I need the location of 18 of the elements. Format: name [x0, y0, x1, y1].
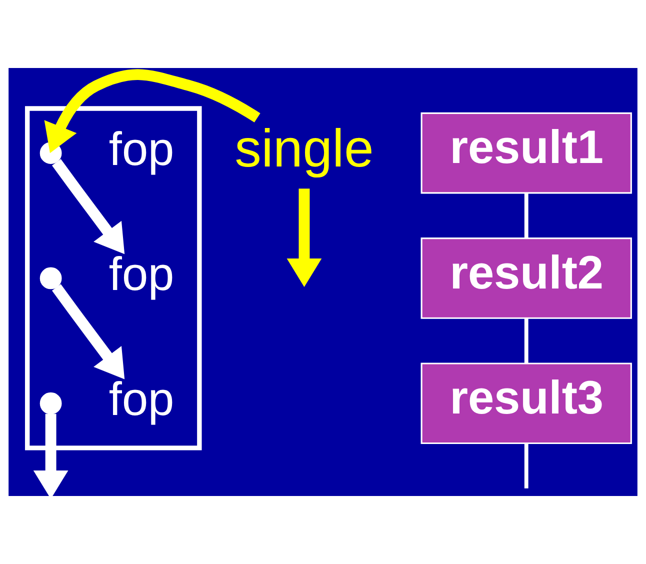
- node-text: fop: [108, 373, 174, 426]
- arrow: [44, 69, 260, 154]
- node-text: single: [234, 120, 374, 179]
- node-circle: [40, 392, 62, 414]
- node-text: fop: [108, 122, 174, 175]
- arrow: [286, 188, 322, 287]
- node-text: fop: [108, 248, 174, 300]
- node-box: result3: [420, 362, 632, 444]
- cluster: [25, 106, 202, 450]
- arrow: [52, 284, 125, 380]
- connector: [524, 318, 528, 364]
- arrow: [33, 414, 68, 496]
- node-circle: [40, 267, 62, 290]
- node-box: result2: [420, 238, 632, 319]
- node-box: result1: [420, 112, 632, 194]
- connector: [524, 443, 528, 488]
- connector: [524, 193, 528, 238]
- node-circle: [40, 142, 62, 164]
